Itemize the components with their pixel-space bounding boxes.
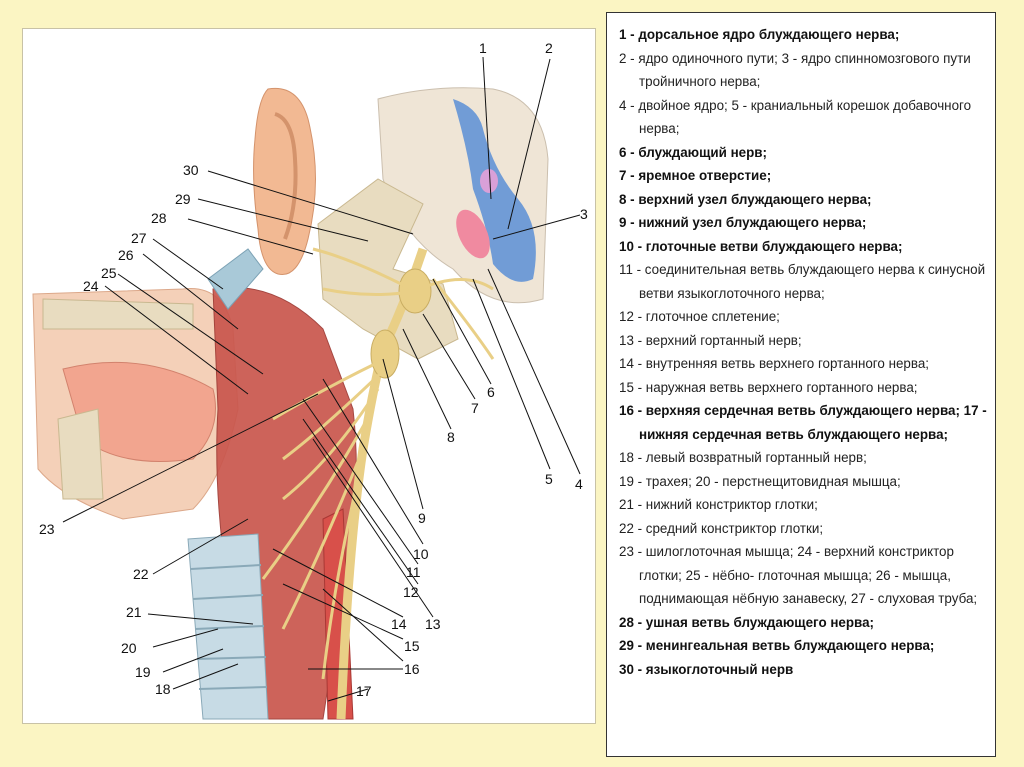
callout-8: 8 [447, 429, 455, 445]
callout-28: 28 [151, 210, 167, 226]
callout-7: 7 [471, 400, 479, 416]
legend-item-28: 28 - ушная ветвь блуждающего нерва; [619, 614, 875, 630]
callout-29: 29 [175, 191, 191, 207]
leader-lines [62, 56, 581, 702]
legend-item-14: 14 - внутренняя ветвь верхнего гортанног… [619, 356, 929, 371]
legend-item-4-5: 4 - двойное ядро; 5 - краниальный корешо… [619, 97, 972, 137]
callout-9: 9 [418, 510, 426, 526]
legend-item-8: 8 - верхний узел блуждающего нерва; [619, 191, 872, 207]
brainstem-pink-nucleus-upper [480, 169, 498, 193]
legend-panel: 1 - дорсальное ядро блуждающего нерва; 2… [606, 12, 996, 757]
callout-17: 17 [356, 683, 372, 699]
legend-item-21: 21 - нижний констриктор глотки; [619, 497, 818, 512]
callout-13: 13 [425, 616, 441, 632]
legend-item-2-3: 2 - ядро одиночного пути; 3 - ядро спинн… [619, 50, 971, 90]
callout-3: 3 [580, 206, 588, 222]
legend-item-16-17: 16 - верхняя сердечная ветвь блуждающего… [619, 403, 987, 442]
callout-18: 18 [155, 681, 171, 697]
legend-item-12: 12 - глоточное сплетение; [619, 309, 780, 324]
legend-item-13: 13 - верхний гортанный нерв; [619, 332, 802, 348]
callout-6: 6 [487, 384, 495, 400]
callout-24: 24 [83, 278, 99, 294]
legend-item-10: 10 - глоточные ветви блуждающего нерва; [619, 238, 903, 254]
callout-12: 12 [403, 584, 419, 600]
legend-item-9: 9 - нижний узел блуждающего нерва; [619, 215, 867, 230]
callout-30: 30 [183, 162, 199, 178]
callout-11: 11 [406, 564, 421, 580]
callout-25: 25 [101, 265, 117, 281]
callout-5: 5 [545, 471, 553, 487]
callout-16: 16 [404, 661, 420, 677]
legend-item-6: 6 - блуждающий нерв; [619, 144, 767, 160]
callout-27: 27 [131, 230, 147, 246]
legend-item-7: 7 - яремное отверстие; [619, 168, 772, 183]
callout-26: 26 [118, 247, 134, 263]
legend-item-29: 29 - менингеальная ветвь блуждающего нер… [619, 638, 935, 653]
legend-item-22: 22 - средний констриктор глотки; [619, 520, 824, 536]
callout-15: 15 [404, 638, 420, 654]
legend-item-11: 11 - соединительная ветвь блуждающего не… [619, 262, 986, 301]
brainstem-pink-nucleus [456, 209, 490, 259]
legend-item-15: 15 - наружная ветвь верхнего гортанного … [619, 379, 918, 395]
callout-14: 14 [391, 616, 407, 632]
callout-21: 21 [126, 604, 142, 620]
vagus-nerve-trunk [336, 247, 428, 720]
nerve-branches [261, 247, 495, 680]
callout-23: 23 [39, 521, 55, 537]
legend-item-30: 30 - языкоглоточный нерв [619, 661, 794, 677]
callout-1: 1 [479, 40, 487, 56]
auricle-inner [274, 112, 298, 240]
callout-10: 10 [413, 546, 429, 562]
legend-item-23-27: 23 - шилоглоточная мышца; 24 - верхний к… [619, 544, 978, 606]
legend-item-19-20: 19 - трахея; 20 - перстнещитовидная мышц… [619, 473, 901, 489]
hard-palate [42, 298, 194, 330]
legend-item-18: 18 - левый возвратный гортанный нерв; [619, 450, 867, 465]
legend-item-1: 1 - дорсальное ядро блуждающего нерва; [619, 27, 900, 42]
tracheal-rings [190, 564, 268, 690]
callout-4: 4 [575, 476, 583, 492]
auricle [253, 87, 316, 276]
mandible [57, 408, 104, 500]
callout-22: 22 [133, 566, 149, 582]
tongue [62, 361, 216, 462]
anatomy-figure: 1 2 3 4 5 6 7 8 9 10 11 12 13 14 15 16 1… [22, 28, 596, 724]
callout-2: 2 [545, 40, 553, 56]
callout-19: 19 [135, 664, 151, 680]
inferior-ganglion [370, 329, 400, 379]
callout-20: 20 [121, 640, 137, 656]
auditory-tube [207, 248, 264, 310]
vagus-nerve-illustration: 1 2 3 4 5 6 7 8 9 10 11 12 13 14 15 16 1… [32, 40, 588, 720]
